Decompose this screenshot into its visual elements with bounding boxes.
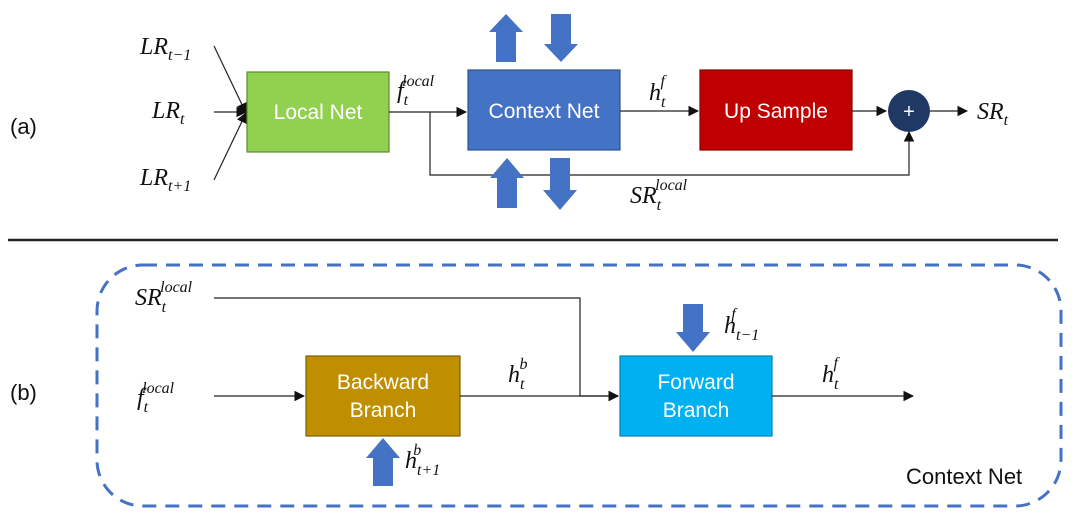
f-local-label-a: ftlocal <box>397 73 435 109</box>
svg-text:Backward: Backward <box>337 371 429 394</box>
output-sr: SRt <box>977 99 1009 129</box>
input-line-prev <box>213 45 247 114</box>
arrow-up-icon <box>366 438 400 486</box>
context-net-frame <box>95 263 1063 508</box>
arrow-down-icon <box>543 158 577 210</box>
svg-text:+: + <box>903 101 915 123</box>
svg-text:Branch: Branch <box>350 399 417 422</box>
h-f-prev-label: ht−1f <box>724 306 759 344</box>
input-lr-next: LRt+1 <box>139 165 191 195</box>
f-local-label-b: ftlocal <box>137 380 175 416</box>
svg-text:Forward: Forward <box>657 371 734 394</box>
h-f-label-b: htf <box>822 355 840 393</box>
sr-local-label-a: SRtlocal <box>630 177 688 214</box>
h-f-label-a: htf <box>649 73 667 111</box>
svg-text:Local Net: Local Net <box>274 101 363 124</box>
plus-circle-icon: + <box>888 90 930 132</box>
h-b-next-label: ht+1b <box>405 442 440 479</box>
local-net-box: Local Net <box>246 71 390 153</box>
arrow-down-icon <box>544 14 578 62</box>
panel-a-label: (a) <box>10 114 37 139</box>
arrow-up-icon <box>490 158 524 208</box>
svg-text:Context Net: Context Net <box>489 100 600 123</box>
forward-branch-box: Forward Branch <box>619 355 773 437</box>
context-net-frame-label: Context Net <box>906 464 1022 489</box>
backward-branch-box: Backward Branch <box>305 355 461 437</box>
arrow-up-icon <box>489 14 523 62</box>
skip-line-sr-local <box>429 112 915 176</box>
svg-text:Up Sample: Up Sample <box>724 100 828 123</box>
up-sample-box: Up Sample <box>699 69 853 151</box>
arrow-down-icon <box>676 304 710 352</box>
h-b-label: htb <box>508 356 527 393</box>
context-net-box: Context Net <box>467 69 621 151</box>
svg-text:Branch: Branch <box>663 399 730 422</box>
input-lr-prev: LRt−1 <box>139 34 191 64</box>
sr-local-label-b: SRtlocal <box>135 279 193 316</box>
input-lr-curr: LRt <box>151 98 185 128</box>
input-line-next <box>213 112 247 181</box>
panel-b-label: (b) <box>10 380 37 405</box>
